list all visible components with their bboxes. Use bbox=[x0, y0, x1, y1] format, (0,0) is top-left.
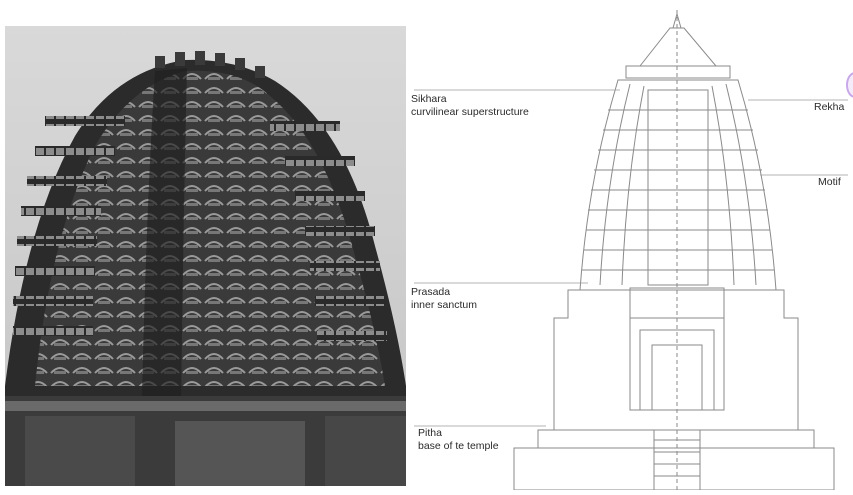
label-motif: Motif bbox=[818, 176, 841, 188]
label-prasada-title: Prasada bbox=[411, 286, 451, 298]
label-pitha: Pitha base of te temple bbox=[418, 427, 499, 453]
temple-photo-illustration bbox=[5, 26, 406, 486]
elevation-svg bbox=[414, 10, 848, 491]
temple-photo bbox=[5, 26, 406, 486]
label-pitha-title: Pitha bbox=[418, 427, 442, 439]
label-prasada: Prasada inner sanctum bbox=[411, 286, 477, 312]
temple-elevation-drawing bbox=[408, 0, 853, 491]
label-prasada-subtitle: inner sanctum bbox=[411, 299, 477, 311]
label-sikhara-subtitle: curvilinear superstructure bbox=[411, 106, 529, 118]
label-rekha: Rekha bbox=[814, 101, 845, 113]
label-pitha-subtitle: base of te temple bbox=[418, 440, 499, 452]
label-sikhara: Sikhara curvilinear superstructure bbox=[411, 93, 529, 119]
label-sikhara-title: Sikhara bbox=[411, 93, 447, 105]
